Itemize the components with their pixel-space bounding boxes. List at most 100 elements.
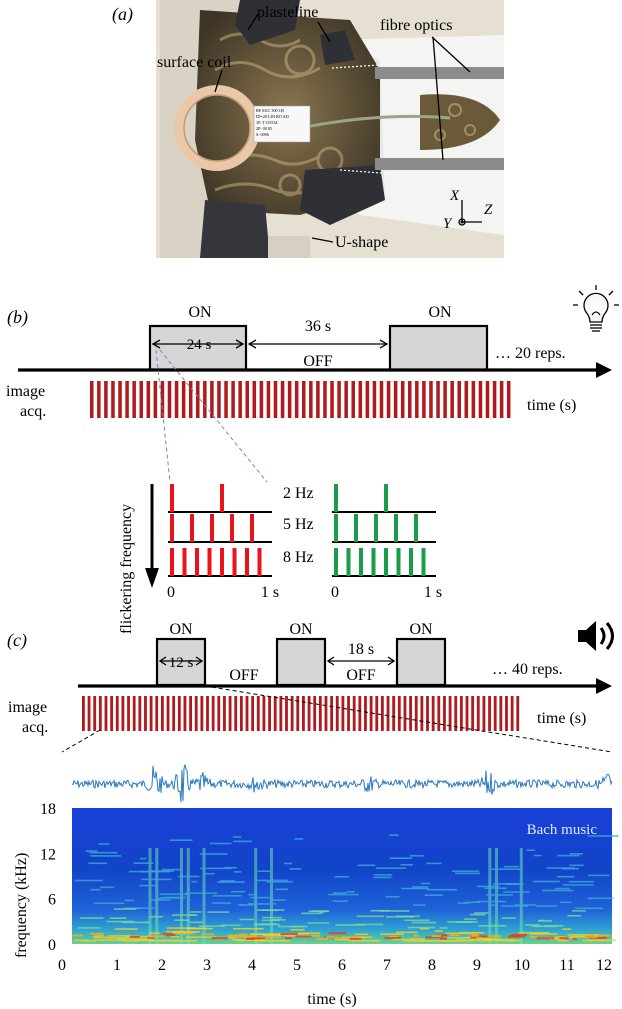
- spectrogram-harmonic: [248, 903, 277, 905]
- spectrogram-harmonic: [439, 927, 448, 929]
- acquisition-bar: [153, 381, 158, 418]
- spectrogram-harmonic: [185, 936, 217, 938]
- spectrogram-onset: [180, 848, 183, 944]
- spectrogram-harmonic: [575, 907, 604, 910]
- acquisition-bar: [330, 696, 334, 731]
- time-label: time (s): [527, 397, 576, 414]
- spectrogram-harmonic: [100, 886, 115, 889]
- spectrogram-harmonic: [188, 931, 197, 934]
- spectrogram-lowband: [107, 935, 114, 938]
- spectrogram-harmonic: [89, 851, 118, 854]
- acquisition-bar: [365, 381, 370, 418]
- acquisition-bar: [132, 696, 136, 731]
- spectrogram-onset: [148, 848, 152, 944]
- acquisition-bar: [506, 381, 511, 418]
- image-acq-label: image: [8, 699, 47, 716]
- acquisition-bar: [90, 381, 94, 418]
- spectrogram-harmonic: [464, 918, 477, 920]
- acquisition-bar: [104, 696, 108, 731]
- flicker-pulse: [182, 548, 187, 576]
- acquisition-bar: [493, 696, 497, 731]
- on-duration: 24 s: [187, 337, 212, 353]
- acquisition-bars: [90, 381, 511, 418]
- spectrogram-harmonic: [410, 938, 425, 940]
- spectrogram-harmonic: [419, 927, 430, 930]
- spectrogram-harmonic: [80, 917, 104, 919]
- spectrogram-harmonic: [113, 908, 137, 910]
- spectrogram-harmonic: [290, 925, 303, 928]
- flicker-row-label: 5 Hz: [283, 516, 314, 533]
- y-tick-label: 0: [48, 937, 56, 954]
- spectrogram-harmonic: [567, 915, 582, 917]
- acquisition-bar: [372, 381, 377, 418]
- acquisition-bar: [87, 696, 91, 731]
- spectrogram-harmonic: [441, 940, 457, 942]
- acquisition-bar: [82, 696, 85, 731]
- spectrogram-harmonic: [503, 891, 530, 893]
- spectrogram-harmonic: [256, 879, 288, 882]
- acquisition-bar: [330, 381, 334, 418]
- acquisition-bar: [450, 381, 454, 418]
- spectrogram-onset: [270, 848, 273, 944]
- spectrogram-harmonic: [191, 880, 198, 883]
- spectrogram-harmonic: [549, 938, 565, 941]
- spectrogram-harmonic: [335, 924, 365, 926]
- spectrogram-harmonic: [233, 871, 242, 873]
- spectrogram-harmonic: [125, 899, 135, 902]
- acquisition-bar: [426, 696, 429, 731]
- spectrogram-harmonic: [451, 870, 480, 872]
- spectrogram-harmonic: [166, 927, 196, 929]
- spectrogram-lowband: [469, 933, 478, 936]
- acquisition-bar: [392, 696, 396, 731]
- on-duration: 12 s: [169, 655, 194, 671]
- acquisition-bar: [408, 381, 412, 418]
- spectrogram-harmonic: [352, 940, 370, 942]
- spectrogram-lowband: [529, 935, 539, 938]
- spectrogram-harmonic: [477, 900, 507, 903]
- spectrogram-lowband: [413, 934, 419, 937]
- spectrogram-onset: [488, 848, 492, 944]
- spectrogram-harmonic: [220, 924, 241, 927]
- spectrogram-harmonic: [426, 888, 458, 891]
- spectrogram-harmonic: [173, 930, 201, 933]
- acquisition-bar: [431, 696, 435, 731]
- spectrogram-lowband: [316, 937, 328, 940]
- spectrogram-harmonic: [271, 899, 286, 901]
- spectrogram-harmonic: [149, 932, 160, 935]
- spectrogram-harmonic: [98, 843, 110, 845]
- acquisition-bar: [403, 696, 407, 731]
- spectrogram-harmonic: [380, 933, 404, 935]
- flicker-pulse: [334, 548, 338, 576]
- acquisition-bar: [262, 696, 266, 731]
- spectrogram-harmonic: [133, 862, 154, 864]
- spectrogram-lowband: [470, 936, 477, 939]
- spectrogram-harmonic: [290, 928, 305, 931]
- timeline-axis: [78, 678, 612, 694]
- acquisition-bar: [499, 381, 504, 418]
- spectrogram-harmonic: [289, 868, 301, 870]
- acquisition-bar: [380, 696, 384, 731]
- acquisition-bar: [465, 696, 469, 731]
- acquisition-bar: [505, 696, 508, 731]
- spectrogram-harmonic: [186, 927, 213, 930]
- spectrogram-harmonic: [307, 922, 329, 924]
- spectrogram-harmonic: [301, 912, 323, 915]
- spectrogram-harmonic: [476, 885, 500, 888]
- spectrogram-harmonic: [133, 907, 155, 909]
- spectrogram-lowband: [536, 937, 555, 940]
- acquisition-bar: [379, 381, 384, 418]
- spectrogram-harmonic: [165, 930, 186, 933]
- flicker-tick: 1 s: [424, 584, 442, 601]
- panel-a-label: (a): [112, 4, 133, 25]
- acquisition-bar: [245, 381, 249, 418]
- spectrogram-harmonic: [199, 853, 228, 855]
- spectrogram-harmonic: [172, 914, 198, 916]
- spectrogram-harmonic: [533, 925, 558, 928]
- acquisition-bar: [443, 381, 447, 418]
- acquisition-bar: [457, 381, 461, 418]
- flicker-pulse: [230, 514, 234, 542]
- flicker-pulse: [409, 548, 413, 576]
- acquisition-bar: [149, 696, 153, 731]
- spectrogram-lowband: [285, 937, 292, 940]
- spectrogram-harmonic: [379, 910, 410, 912]
